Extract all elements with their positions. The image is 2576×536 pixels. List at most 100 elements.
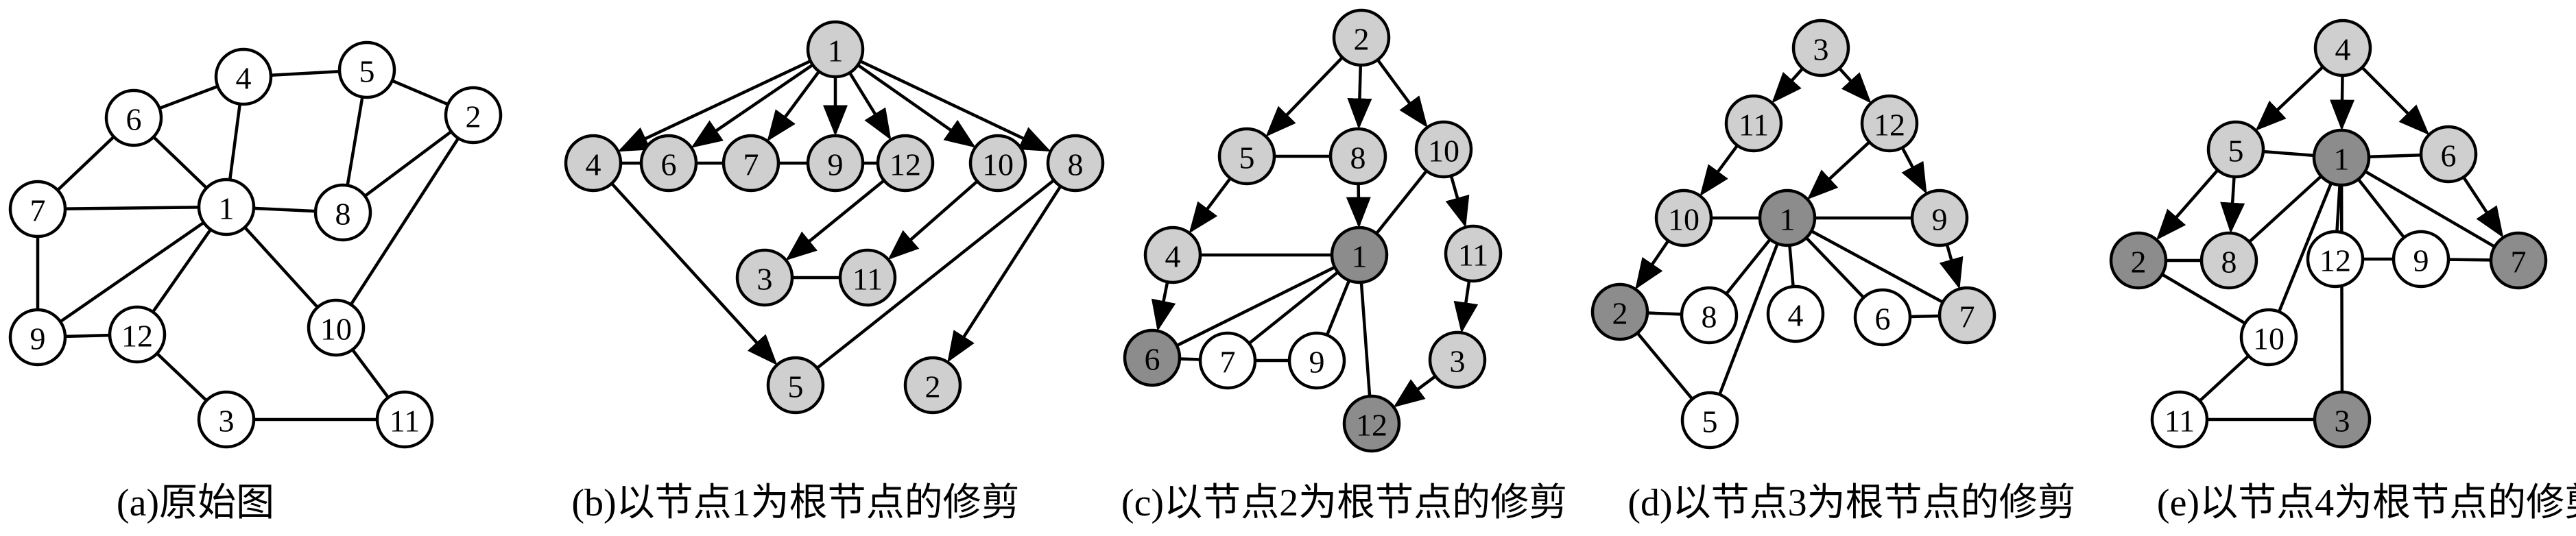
node-7: 7 <box>721 134 780 193</box>
node-9: 9 <box>2392 230 2450 289</box>
node-label: 3 <box>219 404 235 439</box>
node-3: 3 <box>1791 19 1850 77</box>
node-7: 7 <box>8 180 67 239</box>
node-circle <box>1680 286 1739 345</box>
node-label: 10 <box>2253 321 2285 356</box>
node-1: 1 <box>1758 188 1817 247</box>
node-circle <box>1414 120 1473 179</box>
node-circle <box>639 134 698 193</box>
node-6: 6 <box>2419 125 2478 184</box>
node-9: 9 <box>1287 331 1346 390</box>
node-circle <box>1046 134 1105 193</box>
node-label: 5 <box>788 369 804 404</box>
node-label: 10 <box>1668 202 1700 237</box>
arrow-edge-12-9 <box>1900 147 1927 195</box>
node-6: 6 <box>104 88 163 147</box>
node-9: 9 <box>806 134 865 193</box>
edge-2-10 <box>349 137 460 306</box>
edge-6-4 <box>158 84 219 110</box>
edge-12-3 <box>156 352 208 402</box>
arrow-edge-4-5 <box>2255 65 2324 131</box>
arrow-edge-4-5 <box>610 182 778 365</box>
node-circle <box>1766 284 1825 343</box>
node-label: 2 <box>925 369 941 404</box>
edge-1-6 <box>1176 265 1336 348</box>
edge-1-9 <box>1325 280 1351 336</box>
edge-4-1 <box>228 103 242 180</box>
node-circle <box>1328 127 1387 186</box>
node-label: 6 <box>661 147 677 182</box>
node-circle <box>1330 226 1389 284</box>
node-circle <box>1791 19 1850 77</box>
node-circle <box>1724 94 1783 153</box>
edge-1-7 <box>2364 170 2496 248</box>
node-label: 6 <box>1875 302 1891 337</box>
arrow-edge-8-2 <box>947 185 1062 363</box>
node-circle <box>564 134 623 193</box>
node-circle <box>1937 286 1996 345</box>
node-1: 1 <box>1330 226 1389 284</box>
node-label: 12 <box>1874 108 1905 143</box>
node-2: 2 <box>1590 282 1649 341</box>
node-label: 11 <box>1458 238 1488 273</box>
edge-1-4 <box>1788 245 1795 287</box>
node-circle <box>2109 231 2168 290</box>
arrow-edge-1-12 <box>848 71 892 141</box>
edge-5-1 <box>2263 149 2315 158</box>
node-label: 1 <box>219 191 235 226</box>
node-circle <box>8 180 67 239</box>
node-3: 3 <box>1428 330 1487 389</box>
node-circle <box>838 248 897 307</box>
node-label: 10 <box>1428 134 1459 169</box>
arrow-edge-5-8 <box>2220 176 2245 234</box>
node-1: 1 <box>806 20 865 79</box>
node-circle <box>876 134 935 193</box>
node-5: 5 <box>2206 120 2265 179</box>
node-circle <box>214 47 273 106</box>
node-7: 7 <box>2489 231 2548 290</box>
node-circle <box>766 356 825 415</box>
node-12: 12 <box>2306 230 2365 289</box>
node-circle <box>1860 94 1919 153</box>
node-circle <box>1217 127 1276 186</box>
arrow-edge-2-5 <box>1265 56 1344 137</box>
arrow-edge-4-1 <box>2330 75 2355 131</box>
edge-1-10 <box>2277 182 2333 313</box>
node-6: 6 <box>1853 288 1912 347</box>
edge-1-7 <box>1248 271 1339 345</box>
edge-2-8 <box>1647 311 1682 316</box>
arrow-edge-4-6 <box>1151 281 1176 332</box>
node-circle <box>1444 224 1503 283</box>
node-1: 1 <box>197 178 256 236</box>
node-circle <box>735 248 794 307</box>
panel-caption: (d)以节点3为根节点的修剪 <box>1627 482 2075 524</box>
panel-a-edges <box>36 69 460 422</box>
node-label: 3 <box>2335 404 2350 439</box>
node-circle <box>313 183 372 242</box>
node-label: 8 <box>1702 300 1717 334</box>
node-circle <box>806 20 865 79</box>
node-label: 9 <box>1932 202 1948 237</box>
node-label: 11 <box>2164 404 2195 439</box>
edge-2-10 <box>2161 273 2246 325</box>
edge-1-10 <box>243 226 319 308</box>
node-label: 4 <box>1165 239 1181 274</box>
node-label: 2 <box>2131 245 2147 280</box>
node-circle <box>721 134 780 193</box>
node-5: 5 <box>1217 127 1276 186</box>
edge-1-12 <box>1359 282 1372 397</box>
node-label: 12 <box>2319 243 2351 278</box>
node-label: 9 <box>1309 345 1325 380</box>
arrow-edge-10-11 <box>1445 175 1470 228</box>
node-circle <box>1758 188 1817 247</box>
arrow-edge-5-4 <box>1189 177 1232 234</box>
node-10: 10 <box>307 298 366 357</box>
arrow-edge-3-12 <box>1838 67 1872 103</box>
node-1: 1 <box>2312 128 2371 187</box>
